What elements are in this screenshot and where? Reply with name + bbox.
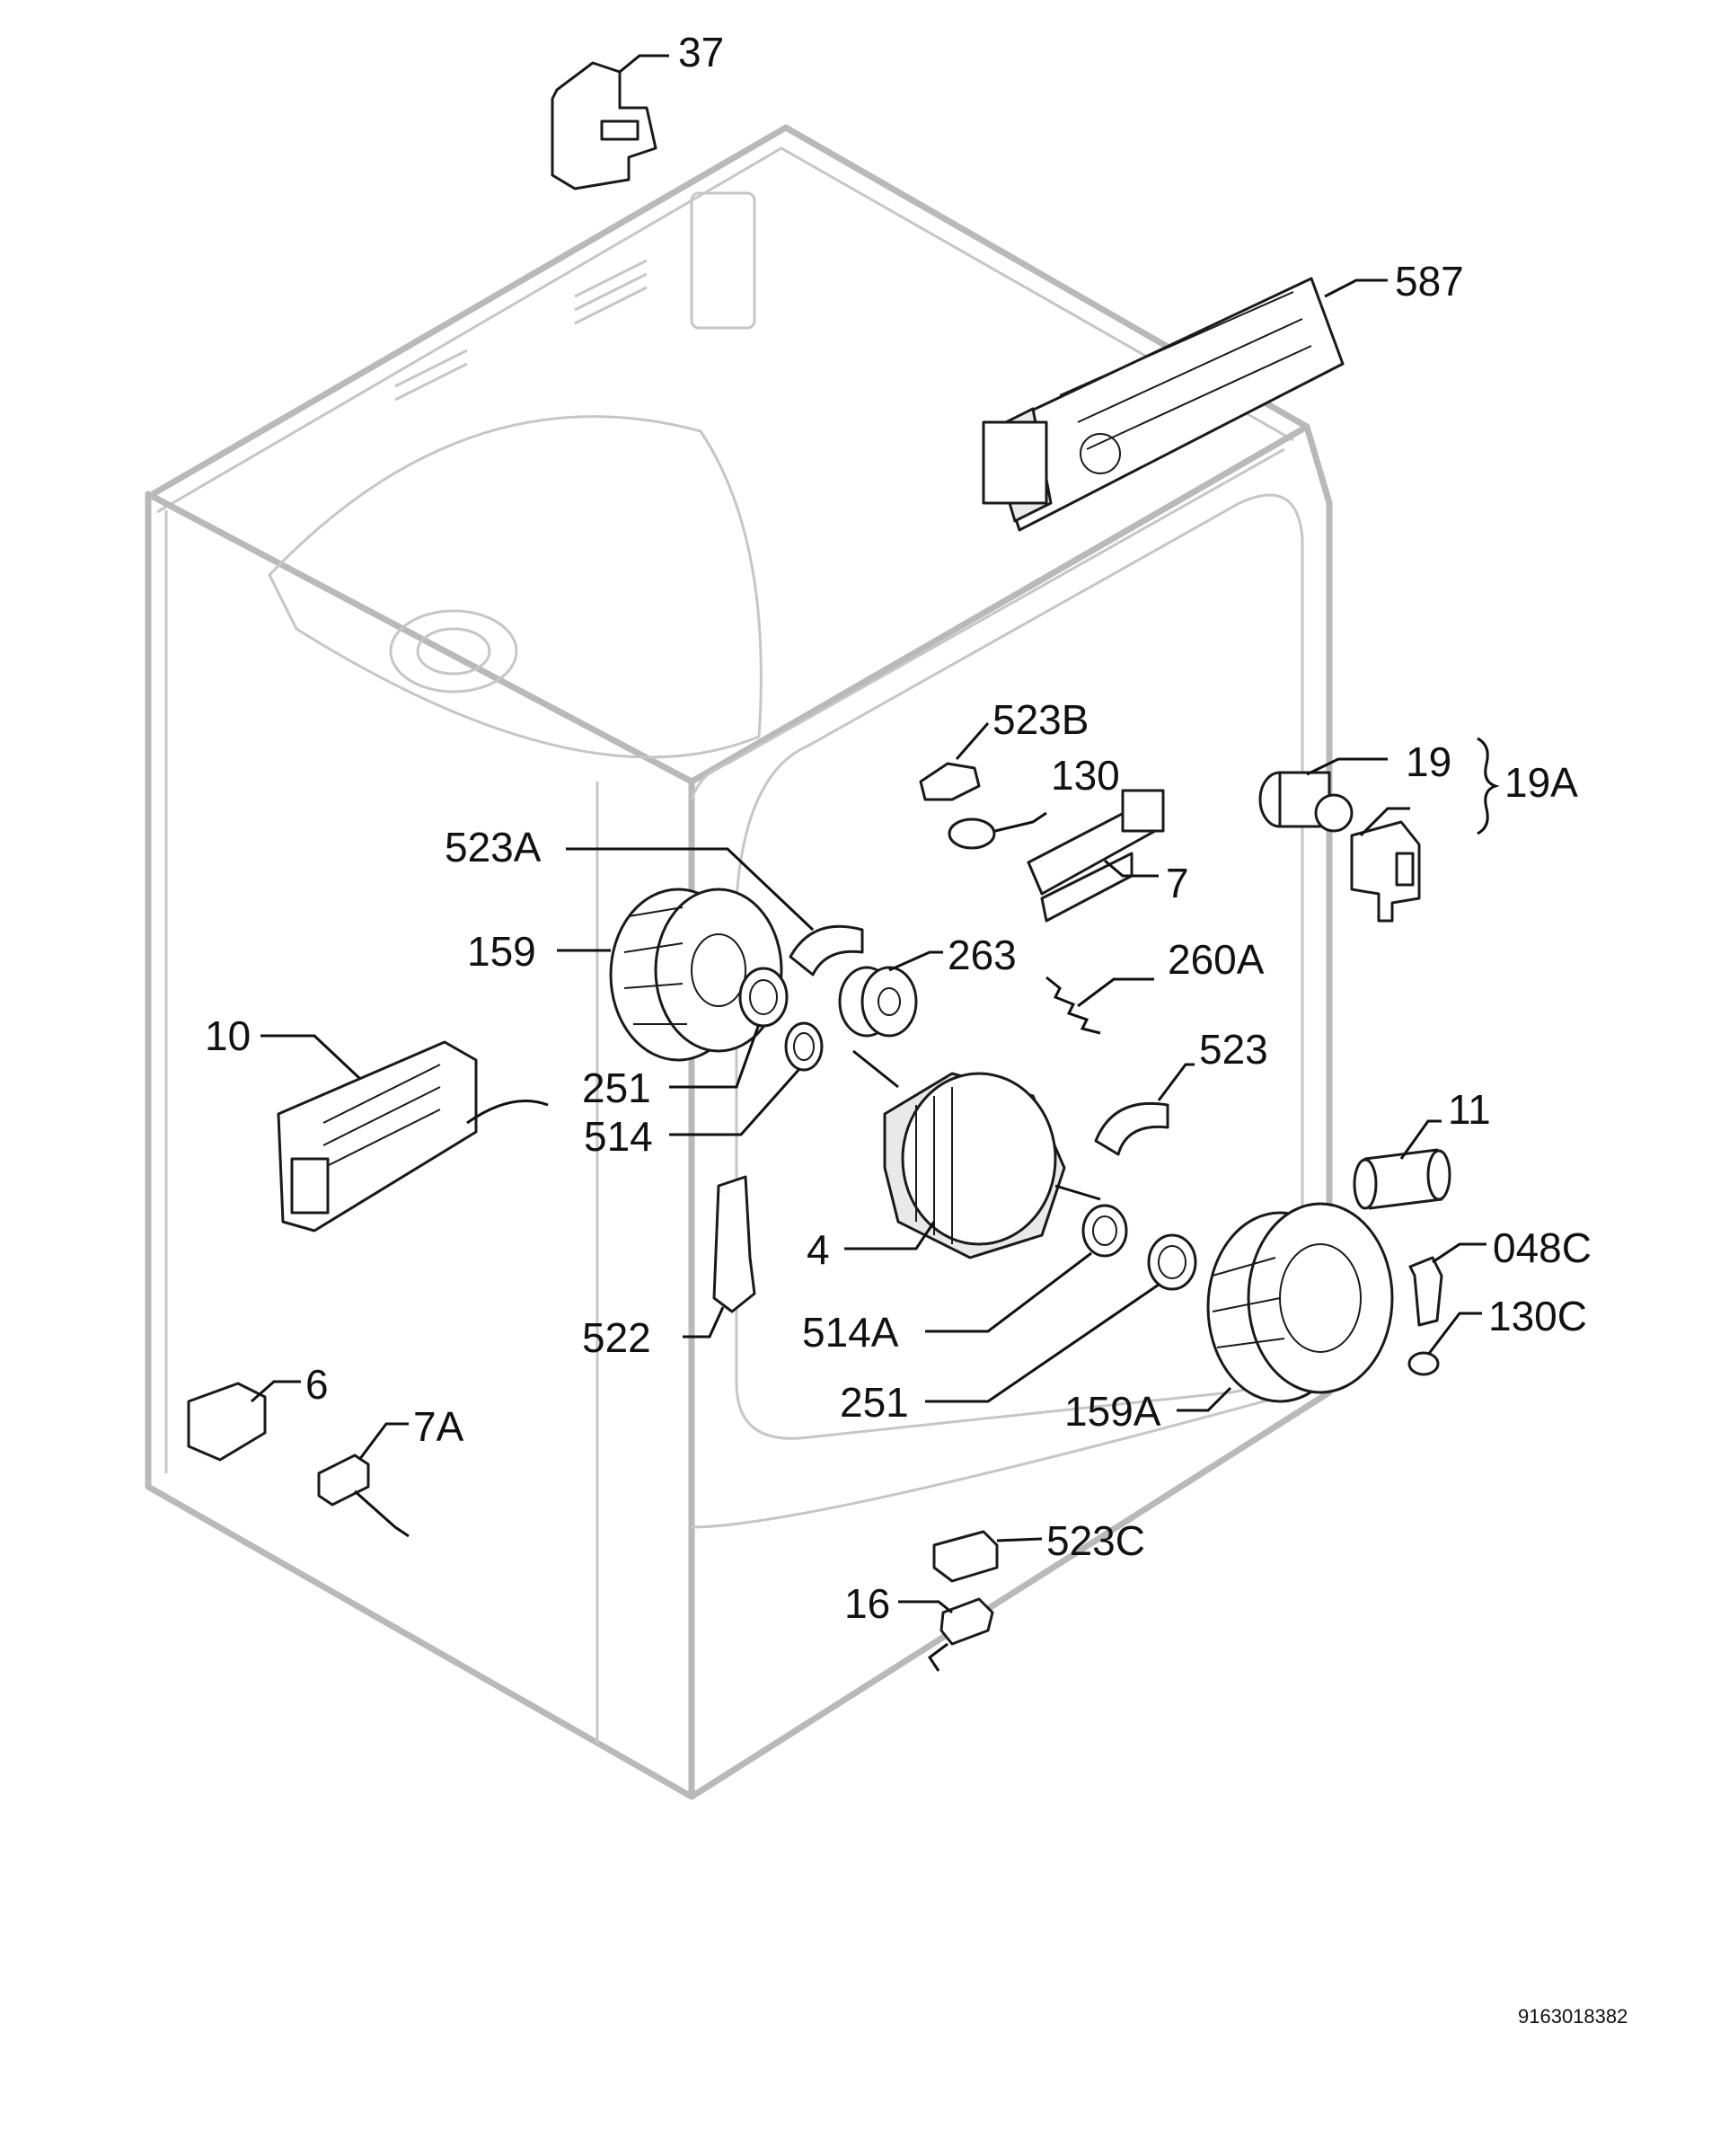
callout-10: 10 bbox=[205, 1012, 251, 1059]
callout-523A: 523A bbox=[445, 824, 542, 870]
part-523C-bracket bbox=[932, 1530, 999, 1583]
callout-514A: 514A bbox=[802, 1309, 899, 1356]
part-6-relay bbox=[187, 1382, 267, 1462]
callout-130: 130 bbox=[1051, 752, 1120, 799]
callout-523: 523 bbox=[1199, 1026, 1268, 1073]
part-4-motor bbox=[852, 1049, 1101, 1259]
callout-37: 37 bbox=[678, 29, 725, 75]
part-7A-microswitch bbox=[317, 1454, 410, 1538]
part-130C-nut bbox=[1407, 1351, 1440, 1376]
part-048C-filter bbox=[1408, 1256, 1443, 1327]
part-263-pulley bbox=[838, 966, 918, 1038]
part-159A-fan bbox=[1206, 1202, 1394, 1403]
cabinet-outline bbox=[145, 124, 1333, 1800]
part-11-capacitor bbox=[1353, 1148, 1451, 1210]
part-514-seal-left bbox=[784, 1021, 824, 1072]
callout-19: 19 bbox=[1406, 738, 1452, 785]
callout-6: 6 bbox=[305, 1361, 329, 1408]
part-523-clamp bbox=[1094, 1101, 1169, 1156]
part-19A-housing bbox=[1350, 820, 1421, 923]
part-514A-seal bbox=[1081, 1204, 1128, 1258]
part-37-bracket bbox=[551, 61, 657, 190]
part-10-heater bbox=[277, 1040, 549, 1233]
callout-159: 159 bbox=[467, 928, 536, 975]
callout-260A: 260A bbox=[1168, 936, 1265, 983]
part-130-washer bbox=[948, 817, 996, 850]
part-523A-clamp bbox=[789, 924, 864, 976]
document-id: 9163018382 bbox=[1518, 2005, 1628, 2028]
callout-523B: 523B bbox=[992, 696, 1089, 743]
callout-263: 263 bbox=[948, 932, 1017, 978]
part-19-sensor bbox=[1258, 771, 1354, 833]
callout-4: 4 bbox=[807, 1226, 830, 1273]
callout-514: 514 bbox=[584, 1113, 653, 1160]
callout-159A: 159A bbox=[1064, 1388, 1161, 1435]
callout-522: 522 bbox=[582, 1314, 651, 1361]
part-523B-clip bbox=[919, 762, 981, 801]
part-587-control-board bbox=[982, 277, 1345, 532]
callout-11: 11 bbox=[1448, 1086, 1491, 1133]
part-251-bearing-left bbox=[738, 967, 789, 1028]
callout-587: 587 bbox=[1395, 258, 1464, 305]
callout-7: 7 bbox=[1166, 860, 1189, 906]
callout-048C: 048C bbox=[1493, 1224, 1592, 1271]
callout-130C: 130C bbox=[1488, 1293, 1587, 1339]
leader-lines bbox=[251, 54, 1500, 1614]
callout-19A: 19A bbox=[1504, 759, 1578, 806]
part-260A-spring bbox=[1045, 976, 1101, 1035]
callout-251-lower: 251 bbox=[840, 1379, 909, 1426]
callout-7A: 7A bbox=[413, 1403, 464, 1450]
part-7-switch bbox=[1027, 789, 1165, 923]
callout-251-upper: 251 bbox=[582, 1065, 651, 1111]
part-522-door-lock bbox=[712, 1175, 756, 1313]
part-16-switch bbox=[927, 1597, 994, 1672]
part-251-bearing-right bbox=[1147, 1233, 1197, 1291]
callout-523C: 523C bbox=[1046, 1517, 1145, 1564]
callout-16: 16 bbox=[844, 1580, 891, 1627]
